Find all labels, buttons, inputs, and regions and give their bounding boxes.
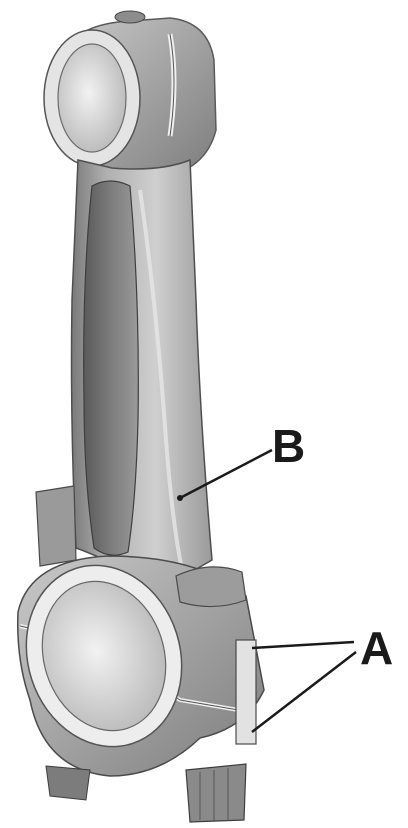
rod-shank (72, 160, 213, 590)
callout-a-leader-upper (252, 642, 354, 648)
small-end (44, 11, 216, 178)
callout-a: A (252, 622, 393, 732)
label-b: B (272, 420, 305, 472)
callout-a-leader-lower (252, 652, 356, 732)
callout-b-point (177, 495, 183, 501)
label-a: A (360, 622, 393, 674)
